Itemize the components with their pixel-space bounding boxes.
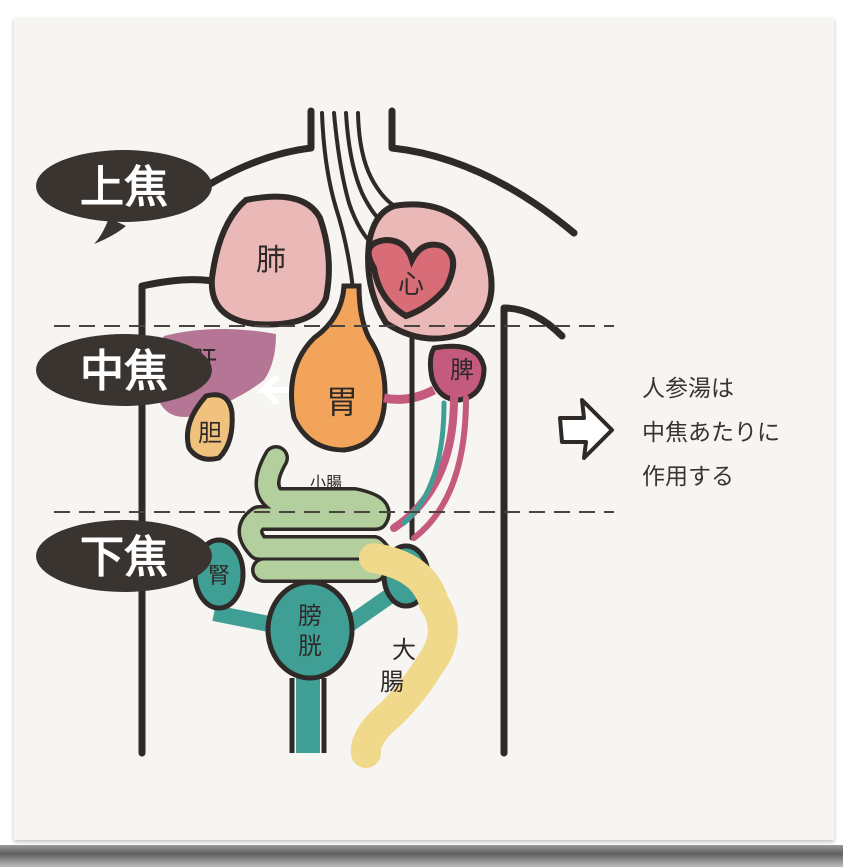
effect-note-line3: 作用する [642, 464, 734, 490]
zone-label-lower-text: 下焦 [80, 532, 168, 583]
zone-label-lower: 下焦 [36, 520, 212, 592]
zone-label-upper-text: 上焦 [80, 162, 168, 213]
spleen-label: 脾 [450, 356, 474, 384]
effect-note-line1: 人参湯は [642, 376, 734, 402]
zone-label-upper: 上焦 [36, 150, 212, 244]
heart-label: 心 [398, 270, 424, 300]
large-intestine-label-line1: 大 [392, 636, 416, 664]
effect-note: 人参湯は 中焦あたりに 作用する [642, 376, 780, 490]
spleen-organ: 脾 [427, 343, 487, 403]
illustration-card: 肺 心 肝 胆 胃 脾 小腸 [14, 18, 834, 840]
lung-organ: 肺 [208, 193, 332, 328]
gallbladder-label: 胆 [198, 419, 222, 447]
spleen-connector [383, 385, 437, 404]
kidney-label: 腎 [208, 564, 230, 589]
right-arrow-icon [558, 398, 614, 460]
stomach-label: 胃 [326, 383, 358, 421]
zone-dividers [54, 325, 614, 513]
heart-organ: 心 [365, 236, 456, 320]
large-intestine-organ: 大 腸 [350, 543, 458, 768]
zone-label-middle: 中焦 [36, 334, 212, 406]
bladder-label-line2: 胱 [298, 632, 322, 660]
zone-label-middle-text: 中焦 [80, 346, 168, 397]
gallbladder-organ: 胆 [184, 392, 235, 462]
small-intestine-label: 小腸 [310, 473, 342, 492]
frame-shadow [0, 845, 843, 867]
blood-vessels [390, 335, 469, 541]
lung-label: 肺 [256, 243, 286, 278]
bladder-label-line1: 膀 [298, 602, 322, 630]
effect-note-line2: 中焦あたりに [642, 420, 780, 446]
organ-diagram: 肺 心 肝 胆 胃 脾 小腸 [36, 107, 780, 768]
large-intestine-label-line2: 腸 [380, 668, 404, 696]
